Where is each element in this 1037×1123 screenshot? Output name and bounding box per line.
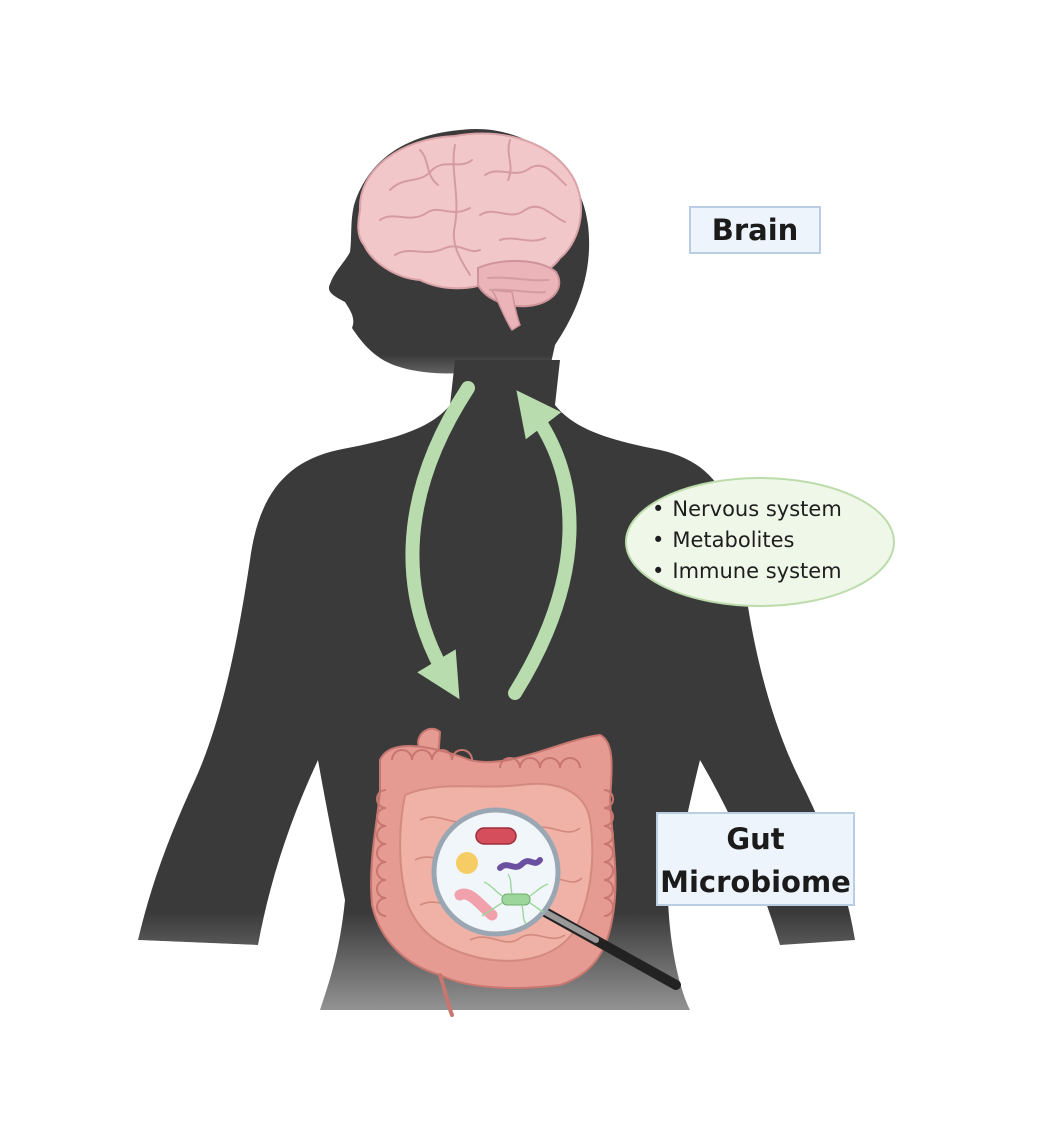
gut-label-line2: Microbiome bbox=[660, 865, 851, 899]
gut-label-line1: Gut bbox=[726, 822, 785, 856]
pathway-item-immune-system: Immune system bbox=[652, 556, 842, 587]
brain-label: Brain bbox=[689, 206, 821, 254]
bacteria-icon bbox=[454, 827, 549, 925]
brain-to-gut-arrow bbox=[405, 381, 475, 700]
gut-microbiome-label: Gut Microbiome bbox=[656, 812, 855, 906]
pathway-item-nervous-system: Nervous system bbox=[652, 494, 841, 525]
brain-icon bbox=[357, 132, 582, 332]
gut-to-brain-arrow bbox=[508, 390, 577, 700]
pathway-item-metabolites: Metabolites bbox=[652, 525, 842, 556]
pathways-list: Nervous system Metabolites Immune system bbox=[652, 494, 842, 587]
bidirectional-arrows bbox=[405, 381, 577, 700]
magnifier-icon bbox=[431, 807, 681, 990]
